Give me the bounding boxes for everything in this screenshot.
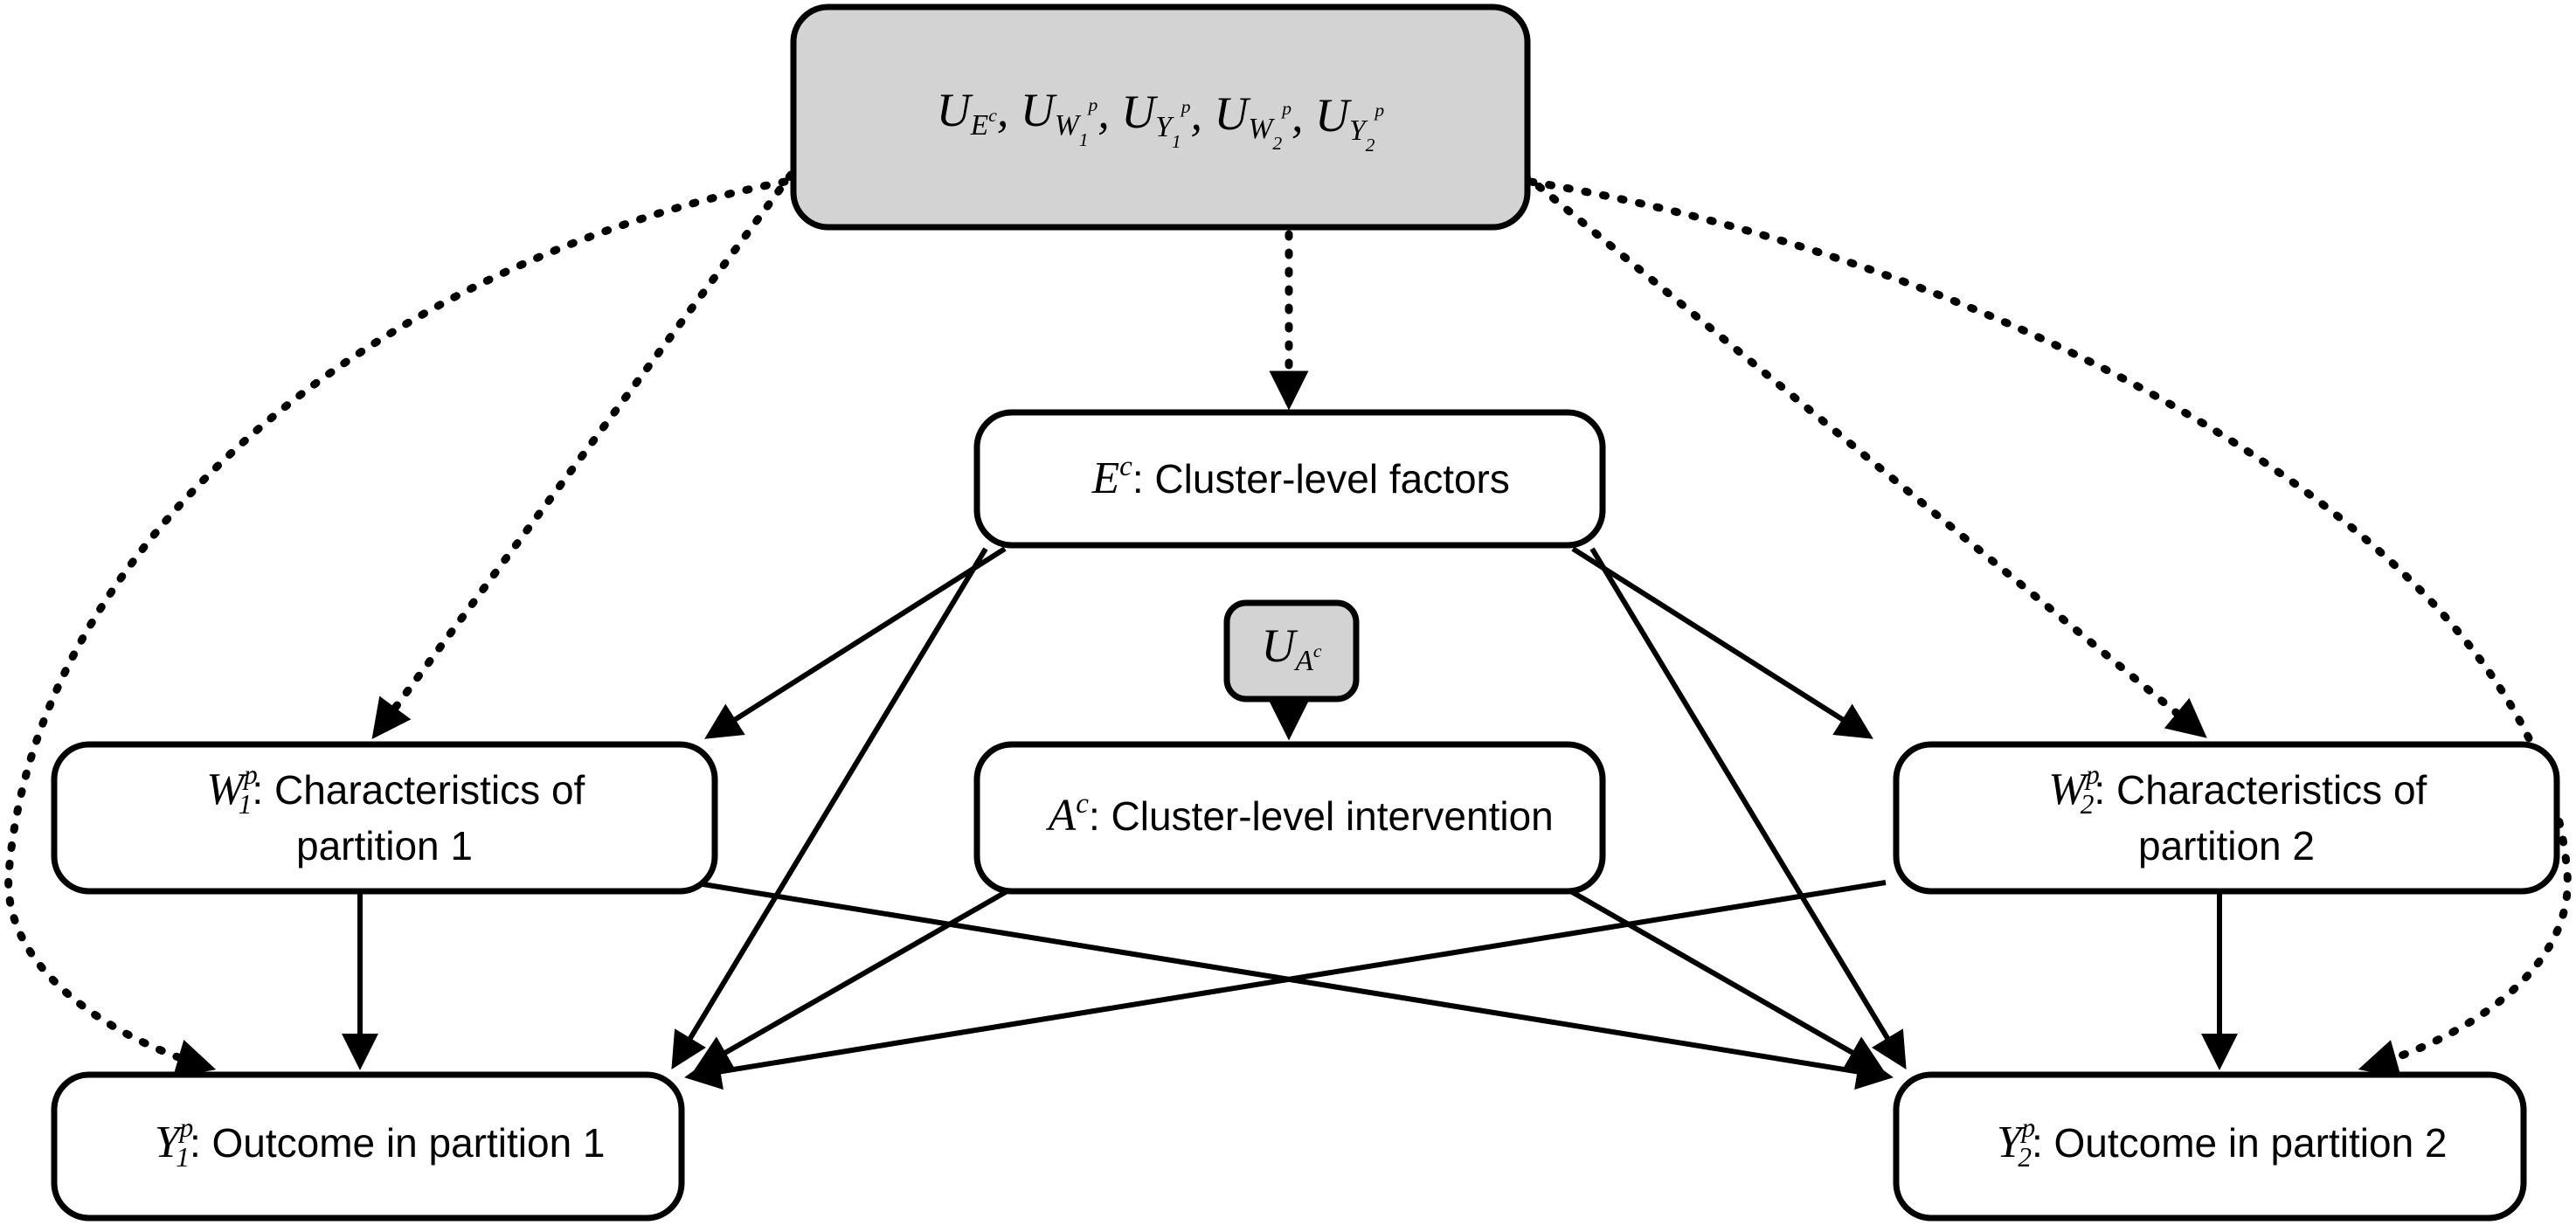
node-ec-rect[interactable] [973, 409, 1606, 549]
edge-u-to-y1 [4, 177, 789, 1078]
edge-ec-to-y2 [1589, 547, 1907, 1069]
node-u-exogenous[interactable]: UEc, UW1p, UY1p, UW2p, UY2p [790, 3, 1531, 231]
node-w1-label-line2: partition 1 [296, 823, 473, 869]
edge-ec-to-w1 [704, 546, 1007, 739]
node-y1-rect[interactable] [51, 1071, 685, 1222]
node-ec[interactable]: Ec: Cluster-level factors [973, 409, 1606, 549]
node-ec-text: : Cluster-level factors [1132, 456, 1510, 502]
node-ua-rect[interactable] [1223, 599, 1360, 702]
node-ua-label: UAc [1261, 619, 1321, 676]
node-w1-text1: : Characteristics of [252, 767, 585, 813]
edge-ec-to-w2 [1571, 546, 1873, 739]
edge-ec-to-y1 [671, 547, 988, 1069]
edge-ac-to-y1 [693, 880, 1024, 1071]
node-w1-rect[interactable] [51, 741, 718, 895]
node-ac[interactable]: Ac: Cluster-level intervention [948, 741, 1631, 895]
node-ac-label: Ac: Cluster-level intervention [948, 787, 1631, 841]
node-u-exogenous-label: UEc, UW1p, UY1p, UW2p, UY2p [937, 84, 1385, 156]
edge-ac-to-y2 [1554, 880, 1885, 1071]
node-ec-label: Ec: Cluster-level factors [992, 450, 1589, 503]
edge-u-to-y2 [1527, 177, 2572, 1078]
node-ua[interactable]: UAc [1223, 599, 1360, 702]
node-y2-text: : Outcome in partition 2 [2032, 1120, 2448, 1166]
node-w2-rect[interactable] [1893, 741, 2560, 895]
node-w2-label-line2: partition 2 [2138, 823, 2315, 869]
node-u-exogenous-rect[interactable] [790, 3, 1531, 231]
node-ac-text: : Cluster-level intervention [1089, 793, 1554, 839]
edge-u-to-w1 [371, 170, 795, 740]
edge-u-to-w2 [1520, 170, 2207, 738]
node-ac-rect[interactable] [973, 741, 1606, 895]
node-w2-text1: : Characteristics of [2094, 767, 2427, 813]
edge-w2-to-y1 [684, 880, 1887, 1090]
node-y2-rect[interactable] [1893, 1071, 2527, 1222]
node-y1-text: : Outcome in partition 1 [190, 1120, 606, 1166]
